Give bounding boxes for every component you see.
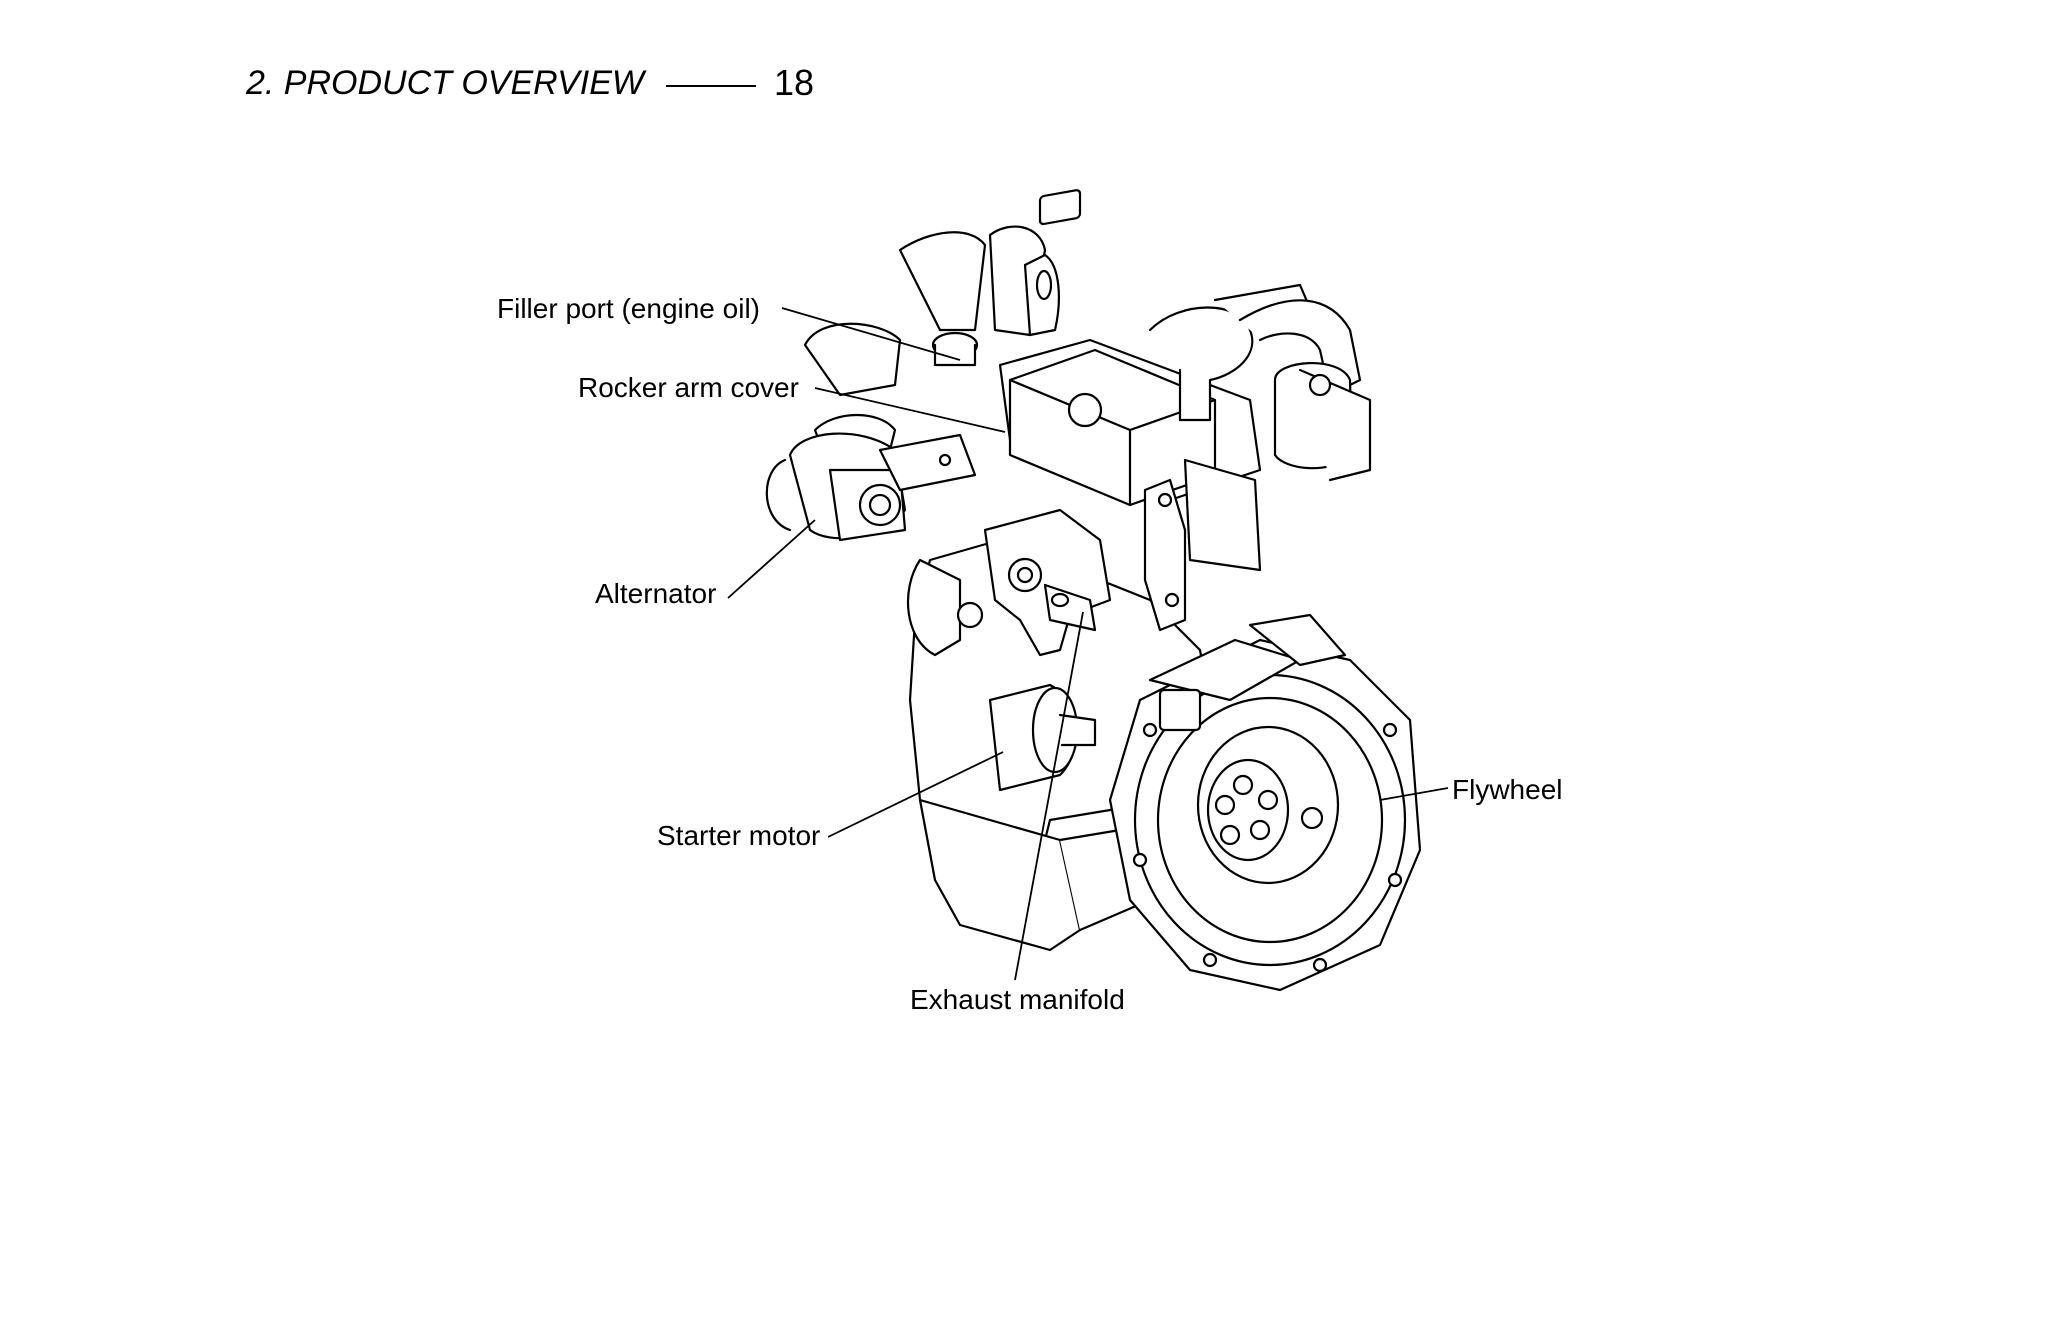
callout-exhaust-manifold: Exhaust manifold <box>910 984 1125 1015</box>
leader-rocker-arm-cover <box>814 387 1006 433</box>
fan-blade-icon <box>898 231 987 332</box>
callout-alternator: Alternator <box>595 578 717 609</box>
callout-flywheel: Flywheel <box>1452 774 1563 805</box>
callout-filler-port: Filler port (engine oil) <box>497 293 760 324</box>
callout-starter-motor: Starter motor <box>657 820 821 851</box>
leader-exhaust-manifold <box>1014 611 1084 981</box>
header-rule <box>666 85 756 87</box>
leader-flywheel <box>1379 787 1449 801</box>
section-title: 2. PRODUCT OVERVIEW <box>246 63 644 102</box>
page-header: 2. PRODUCT OVERVIEW 18 <box>246 62 814 104</box>
callout-rocker-arm-cover: Rocker arm cover <box>578 372 799 403</box>
leader-filler-port <box>781 307 961 361</box>
page-number: 18 <box>774 62 815 103</box>
leader-starter-motor <box>827 751 1004 838</box>
leader-alternator <box>727 519 816 599</box>
